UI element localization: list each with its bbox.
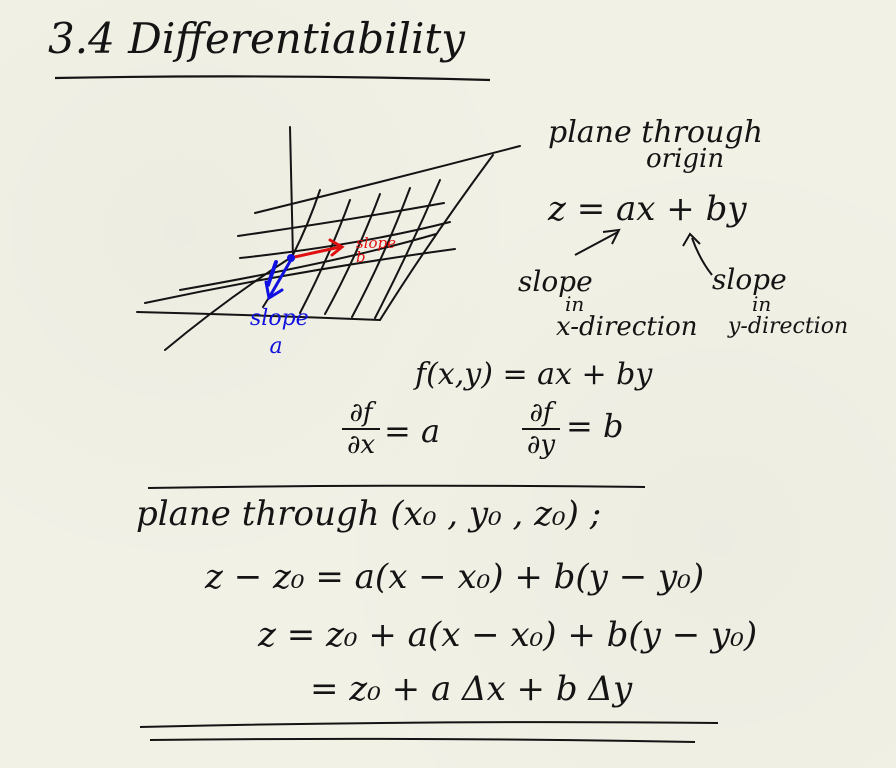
general-eq3: = z₀ + a Δx + b Δy	[310, 669, 633, 709]
partial-x-fraction: ∂f ∂x	[342, 400, 380, 458]
partial-y-result: = b	[566, 407, 624, 445]
final-underline	[149, 737, 696, 743]
plane-row	[239, 221, 451, 259]
slope-x-line3: x-direction	[556, 312, 698, 342]
slope-y-line3: y-direction	[728, 314, 849, 339]
plane-equation: z = ax + by	[548, 189, 747, 229]
slope-x-line2: in	[565, 292, 585, 316]
partial-y-denominator: ∂y	[526, 430, 556, 460]
plane-col	[374, 179, 441, 319]
page-title: 3.4 Differentiability	[48, 14, 465, 63]
slope-b-arrow	[288, 238, 345, 260]
partial-x-numerator: ∂f	[349, 398, 373, 428]
partial-x-result: = a	[384, 412, 441, 450]
plane-diagram	[136, 126, 521, 351]
z-axis	[289, 126, 294, 259]
slope-x-line1: slope	[518, 265, 593, 298]
plane-origin-line1: plane through	[548, 115, 763, 150]
general-heading: plane through (x₀ , y₀ , z₀) ;	[136, 494, 602, 534]
slope-y-line1: slope	[712, 263, 787, 296]
plane-edge-right	[379, 154, 494, 321]
slope-a-arrow	[264, 256, 294, 301]
partial-y-numerator: ∂f	[529, 398, 553, 428]
plane-col	[299, 199, 351, 314]
function-definition: f(x,y) = ax + by	[415, 357, 653, 392]
plane-col	[351, 187, 411, 318]
slope-y-pointer	[691, 237, 713, 276]
plane-origin-line2: origin	[646, 144, 725, 174]
plane-row	[237, 202, 445, 237]
section-divider	[147, 484, 646, 489]
plane-row	[144, 248, 456, 304]
slope-b-label: slope b	[356, 234, 397, 266]
slope-x-pointer	[574, 231, 619, 256]
partial-x-denominator: ∂x	[346, 430, 376, 460]
final-underline	[139, 721, 719, 728]
plane-edge-bottom	[136, 311, 381, 321]
partial-y-fraction: ∂f ∂y	[522, 400, 560, 458]
general-eq1: z − z₀ = a(x − x₀) + b(y − y₀)	[205, 557, 705, 597]
title-underline	[54, 75, 491, 82]
general-eq2: z = z₀ + a(x − x₀) + b(y − y₀)	[258, 615, 758, 655]
slope-y-line2: in	[752, 292, 772, 316]
slope-a-label: slope a	[250, 306, 309, 359]
plane-edge-top	[254, 145, 521, 214]
plane-col	[324, 193, 381, 315]
